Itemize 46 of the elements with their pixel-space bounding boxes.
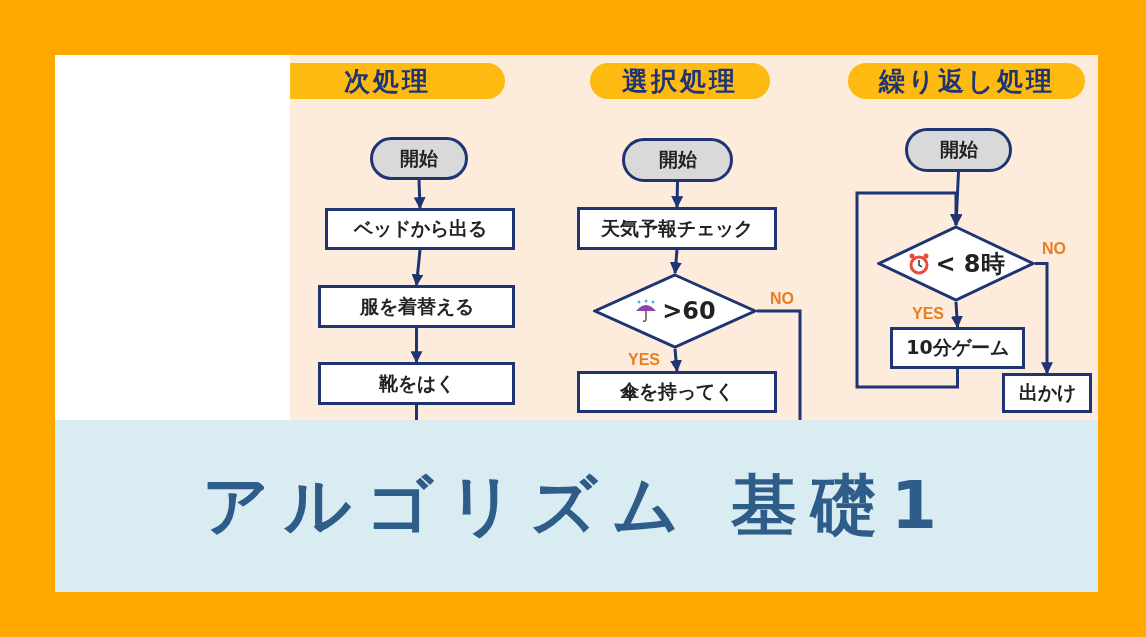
node-text: 傘を持ってく	[620, 379, 734, 404]
connector-line	[757, 309, 802, 420]
node-text: 開始	[400, 145, 438, 171]
arrow	[669, 249, 682, 275]
section-heading	[848, 63, 1085, 99]
decision-diamond	[877, 225, 1035, 302]
node-text: 出かけ	[1018, 380, 1076, 405]
node-text: 開始	[658, 147, 697, 172]
node-text: 服を着替える	[359, 293, 474, 319]
arrow	[1035, 262, 1053, 375]
node-text: 靴をはく	[378, 370, 455, 396]
process-box	[325, 208, 515, 250]
arrow	[950, 301, 963, 329]
process-box	[1002, 373, 1092, 413]
edge-label: NO	[1042, 240, 1066, 258]
title: アルゴリズム 基礎1	[201, 466, 952, 546]
section-heading	[290, 63, 505, 99]
connector-line	[415, 405, 418, 420]
edge-label: YES	[628, 351, 660, 369]
arrow	[855, 191, 962, 389]
node-text: < 8時	[935, 248, 1005, 280]
node-text: 開始	[939, 137, 978, 162]
heading-text: 次処理	[344, 64, 431, 98]
start-terminal	[622, 138, 733, 182]
process-box	[577, 207, 777, 250]
node-text: 天気予報チェック	[601, 215, 753, 241]
process-box	[318, 362, 515, 405]
process-box	[890, 327, 1025, 369]
decision-diamond	[593, 273, 757, 349]
heading-text: 繰り返し処理	[878, 64, 1055, 98]
arrow	[411, 249, 424, 287]
start-terminal	[370, 137, 468, 180]
edge-label: YES	[912, 305, 944, 323]
arrow	[671, 181, 684, 209]
process-box	[318, 285, 515, 328]
node-text: ベッドから出る	[353, 216, 487, 241]
arrow	[410, 328, 423, 364]
node-text: >60	[662, 297, 716, 325]
arrow	[413, 179, 426, 210]
arrow	[670, 348, 682, 373]
process-box	[577, 371, 777, 413]
start-terminal	[905, 128, 1012, 172]
node-text: 10分ゲーム	[906, 335, 1009, 360]
heading-text: 選択処理	[622, 64, 738, 98]
section-heading	[590, 63, 770, 99]
edge-label: NO	[770, 290, 794, 308]
